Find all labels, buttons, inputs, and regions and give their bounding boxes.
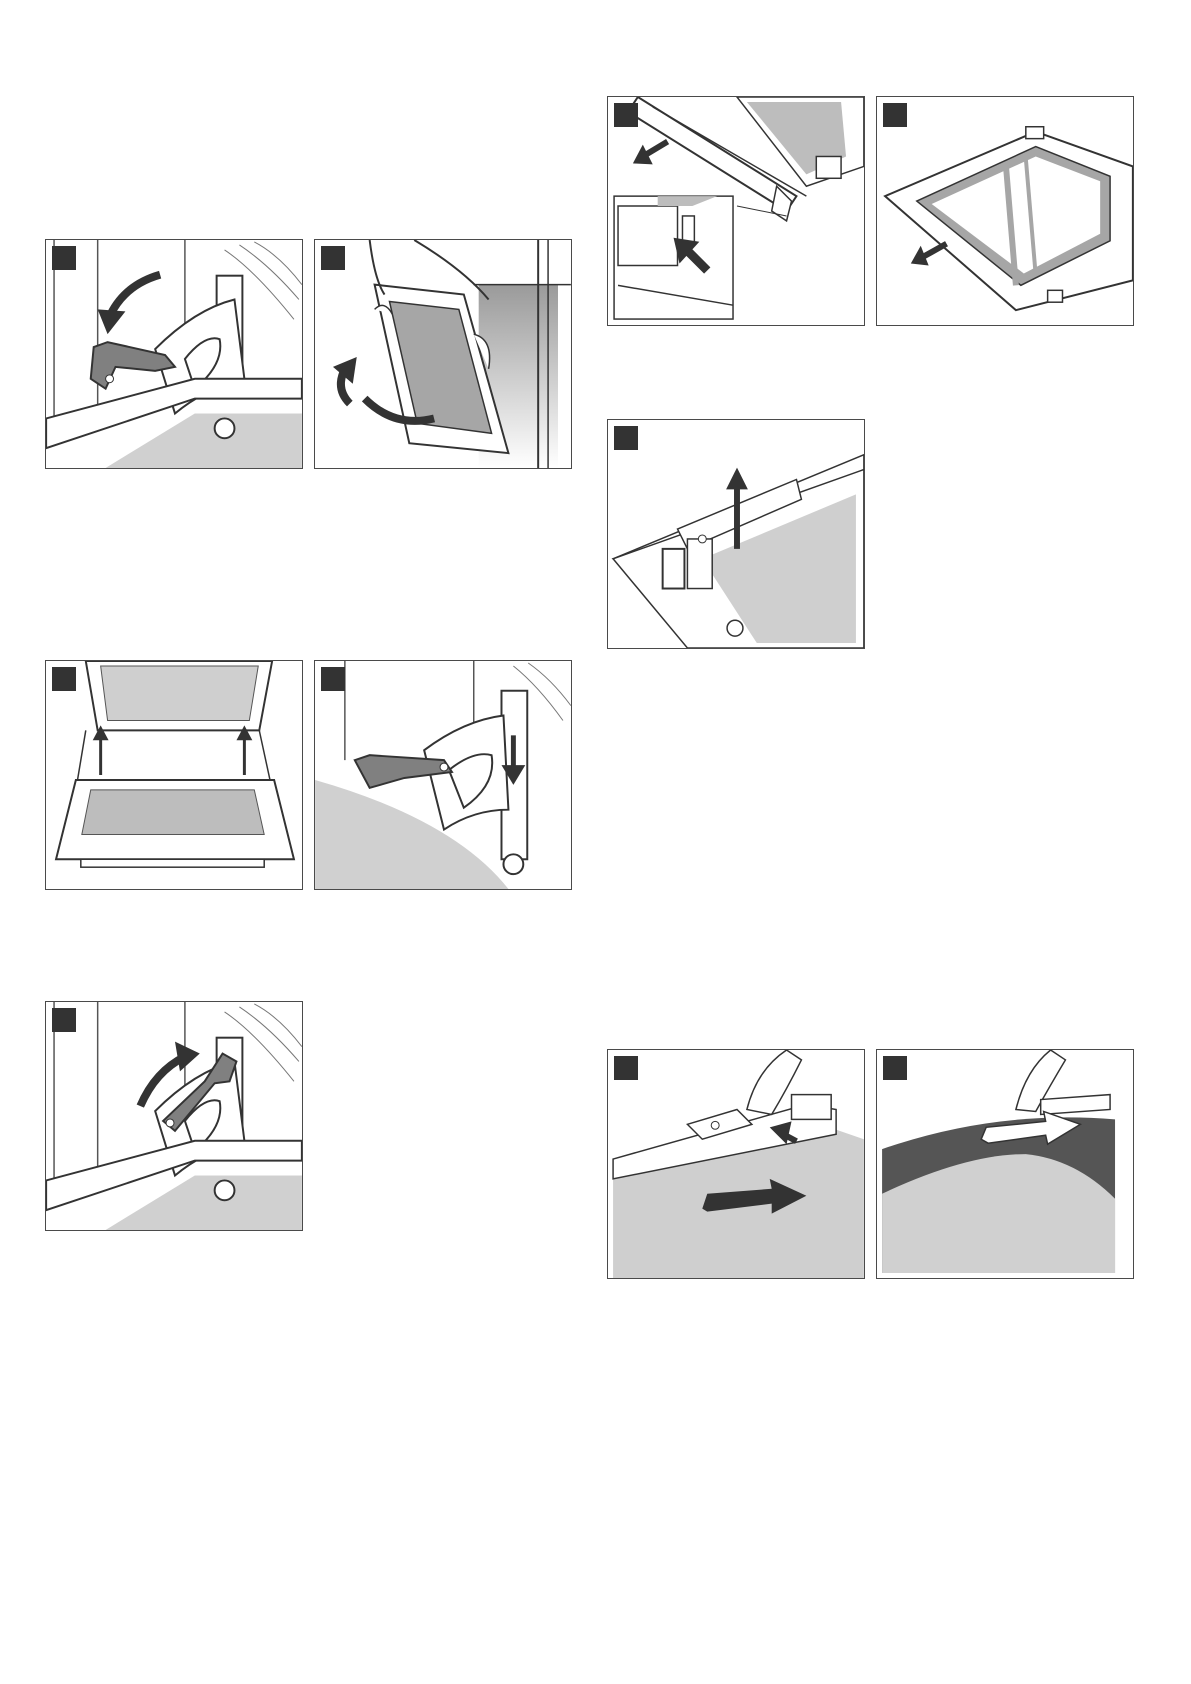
step-marker (52, 246, 76, 270)
figure-hinge-lever-open (45, 239, 303, 469)
cover-strip-icon (608, 97, 864, 325)
figure-clip-lift (607, 419, 865, 649)
step-marker (614, 1056, 638, 1080)
step-marker (614, 426, 638, 450)
step-marker (321, 667, 345, 691)
hinge-lever-icon (46, 240, 302, 468)
hinge-lever-icon (315, 661, 571, 889)
step-marker (883, 103, 907, 127)
step-marker (321, 246, 345, 270)
figure-pane-push (876, 1049, 1134, 1279)
figure-cover-strip (607, 96, 865, 326)
step-marker (52, 667, 76, 691)
step-marker (52, 1008, 76, 1032)
door-icon (315, 240, 571, 468)
step-marker (883, 1056, 907, 1080)
glass-pane-icon (877, 97, 1133, 325)
figure-insert-door (45, 660, 303, 890)
door-icon (46, 661, 302, 889)
glass-pane-icon (608, 1050, 864, 1278)
figure-lift-door (314, 239, 572, 469)
figure-remove-pane (876, 96, 1134, 326)
figure-pane-slide (607, 1049, 865, 1279)
figure-hinge-lever-close (45, 1001, 303, 1231)
clip-icon (608, 420, 864, 648)
step-marker (614, 103, 638, 127)
figure-hinge-lower (314, 660, 572, 890)
hinge-lever-icon (46, 1002, 302, 1230)
glass-pane-icon (877, 1050, 1133, 1278)
